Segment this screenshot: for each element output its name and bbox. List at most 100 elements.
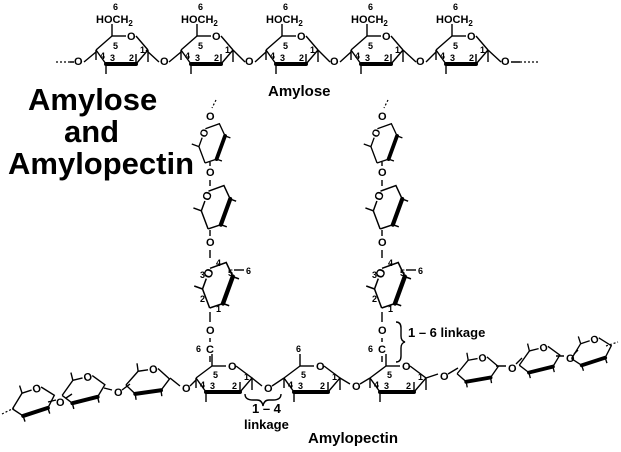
ring-bond bbox=[580, 340, 590, 345]
ring-bond-front bbox=[220, 274, 235, 306]
carbon-number: 4 bbox=[200, 380, 205, 390]
ring-bond-front bbox=[579, 355, 608, 368]
glucose-ring: O bbox=[191, 122, 231, 164]
carbon-number: 5 bbox=[113, 41, 118, 51]
ring-bond bbox=[518, 364, 530, 374]
title-line-and: and bbox=[64, 114, 119, 149]
substituent-bond bbox=[191, 135, 231, 162]
carbon-number: 4 bbox=[100, 51, 105, 61]
carbon-number: 1 bbox=[225, 45, 230, 55]
carbon-number: 2 bbox=[200, 294, 205, 304]
carbon-number: 3 bbox=[200, 270, 205, 280]
carbon-number: 4 bbox=[185, 51, 190, 61]
carbon-number: 2 bbox=[214, 53, 219, 63]
ring-oxygen: O bbox=[539, 342, 550, 355]
carbon-number: 6 bbox=[368, 344, 373, 354]
ring-oxygen: O bbox=[31, 382, 43, 396]
ring-bond bbox=[370, 137, 375, 147]
ring-oxygen: O bbox=[127, 31, 136, 43]
chain-continuation bbox=[383, 99, 389, 109]
ring-oxygen: O bbox=[371, 128, 384, 139]
ring-bond bbox=[201, 278, 208, 290]
ring-oxygen: O bbox=[589, 334, 600, 347]
glycosidic-oxygen: O bbox=[416, 56, 425, 68]
glycosidic-oxygen: O bbox=[501, 56, 510, 68]
carbon-number: 1 bbox=[418, 372, 423, 382]
ring-bond bbox=[135, 49, 149, 65]
ring-oxygen: O bbox=[297, 31, 306, 43]
carbon-number: 1 bbox=[480, 45, 485, 55]
ring-bond bbox=[125, 367, 171, 391]
carbon-number: 4 bbox=[440, 51, 445, 61]
ring-bond bbox=[95, 35, 149, 65]
ring-bond bbox=[209, 302, 224, 309]
ring-bond-front bbox=[386, 133, 399, 161]
ring-bond bbox=[475, 49, 489, 65]
ring-oxygen: O bbox=[212, 31, 221, 43]
ring-bond bbox=[373, 261, 406, 309]
linkage-16-label: 1 – 6 linkage bbox=[408, 325, 485, 340]
carbon-number: 3 bbox=[110, 53, 115, 63]
chain-continuation bbox=[211, 99, 217, 109]
carbon-number: 5 bbox=[283, 41, 288, 51]
ring-oxygen: O bbox=[200, 267, 216, 281]
carbon-number: 3 bbox=[298, 381, 303, 391]
carbon-number: 3 bbox=[450, 53, 455, 63]
glycosidic-bond bbox=[70, 49, 520, 63]
ring-bond bbox=[435, 35, 489, 65]
substituent-bond bbox=[265, 24, 319, 74]
substituent-bond bbox=[193, 198, 237, 228]
carbon-number: 1 bbox=[310, 45, 315, 55]
carbon-number: 4 bbox=[355, 51, 360, 61]
ring-bond bbox=[11, 386, 56, 410]
substituent-bond bbox=[180, 24, 234, 74]
ring-oxygen: O bbox=[467, 31, 476, 43]
ring-bond bbox=[138, 369, 149, 372]
glycosidic-oxygen: O bbox=[74, 56, 83, 68]
glucose-ring: O bbox=[363, 122, 403, 164]
glycosidic-oxygen: O bbox=[182, 383, 191, 395]
substituent-bond bbox=[18, 385, 51, 422]
ring-bond bbox=[61, 374, 106, 398]
ring-oxygen: O bbox=[478, 353, 488, 365]
subscript: 2 bbox=[383, 19, 388, 28]
substituent-bond bbox=[435, 24, 489, 74]
subscript: 2 bbox=[128, 19, 133, 28]
substituent-bond bbox=[350, 24, 404, 74]
carbon-number: 6 bbox=[246, 266, 251, 276]
carbon-number: 5 bbox=[387, 370, 392, 380]
hoch2-label: HOCH2 bbox=[96, 14, 133, 28]
substituent-bond bbox=[95, 24, 149, 74]
carbon-number: 2 bbox=[469, 53, 474, 63]
ring-oxygen: O bbox=[402, 361, 411, 373]
carbon-number: 6 bbox=[113, 2, 118, 12]
carbon-number: 1 bbox=[244, 372, 249, 382]
glucose-ring: O bbox=[456, 352, 500, 388]
carbon-number: 4 bbox=[270, 51, 275, 61]
glycosidic-oxygen: O bbox=[508, 363, 517, 375]
ring-bond bbox=[373, 278, 380, 290]
carbon-number: 3 bbox=[372, 270, 377, 280]
carbon-number: 2 bbox=[372, 294, 377, 304]
glycosidic-oxygen: O bbox=[378, 167, 387, 179]
carbon-number: 5 bbox=[368, 41, 373, 51]
ring-bond bbox=[381, 302, 396, 309]
substituent-bond bbox=[363, 135, 403, 162]
ring-bond bbox=[72, 377, 83, 382]
glycosidic-oxygen: O bbox=[330, 56, 339, 68]
ring-bond bbox=[12, 408, 24, 417]
ring-bond bbox=[204, 158, 217, 164]
ring-bond-front bbox=[390, 196, 405, 227]
subscript: 2 bbox=[468, 19, 473, 28]
ring-bond-front bbox=[218, 196, 233, 227]
substituent-bond bbox=[365, 198, 409, 228]
